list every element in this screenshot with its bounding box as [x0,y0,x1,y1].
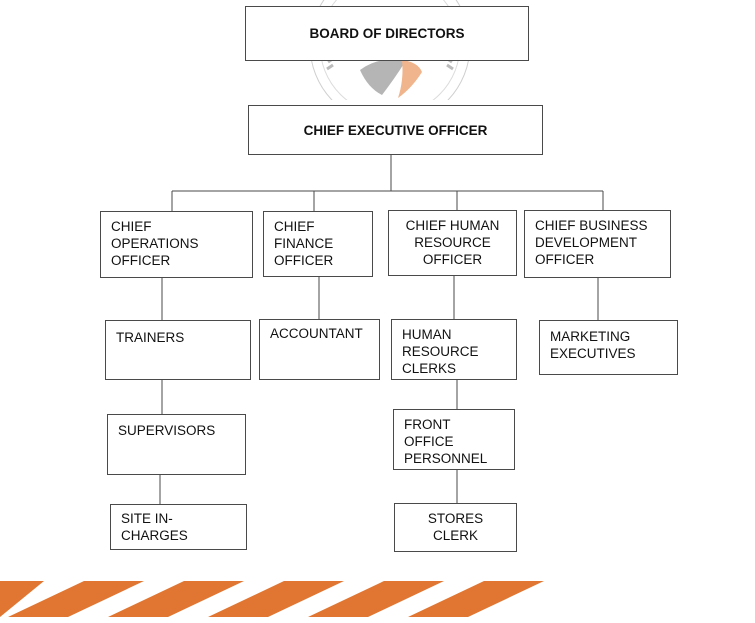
box-human-resource-clerks: HUMAN RESOURCE CLERKS [391,319,517,380]
line: CLERKS [402,361,457,376]
box-accountant: ACCOUNTANT [259,319,380,380]
box-marketing-executives: MARKETING EXECUTIVES [539,320,678,375]
line: CHIEF [111,219,152,234]
line: OFFICER [274,253,334,268]
line: DEVELOPMENT [535,235,638,250]
line: CHIEF [274,219,315,234]
line: FINANCE [274,236,334,251]
box-chief-executive-officer: CHIEF EXECUTIVE OFFICER [248,105,543,155]
line: HUMAN [402,327,452,342]
stripe [208,581,344,617]
line: OFFICER [535,252,595,267]
line: RESOURCE [402,344,479,359]
line: RESOURCE [414,235,491,250]
label: BOARD OF DIRECTORS [309,26,465,41]
line: ACCOUNTANT [270,326,363,341]
line: CLERK [432,528,478,543]
line: OFFICE [404,434,454,449]
line: OFFICER [422,252,483,267]
box-trainers: TRAINERS [105,320,251,380]
box-site-incharges: SITE IN- CHARGES [110,504,247,550]
line: OPERATIONS [111,236,199,251]
box-chief-finance-officer: CHIEF FINANCE OFFICER [263,211,373,277]
line: CHIEF BUSINESS [535,218,648,233]
label: CHIEF EXECUTIVE OFFICER [303,122,488,138]
box-chief-human-resource-officer: CHIEF HUMAN RESOURCE OFFICER [388,210,517,276]
box-front-office-personnel: FRONT OFFICE PERSONNEL [393,409,515,470]
stripe [108,581,244,617]
line: PERSONNEL [404,451,488,466]
line: SITE IN- [121,511,173,526]
stripe [0,581,44,617]
box-board-of-directors: BOARD OF DIRECTORS [245,6,529,61]
box-supervisors: SUPERVISORS [107,414,246,475]
stripe [408,581,544,617]
line: SUPERVISORS [118,423,216,438]
line: EXECUTIVES [550,346,636,361]
stripe [308,581,444,617]
stripe [8,581,144,617]
line: STORES [427,511,484,526]
box-chief-operations-officer: CHIEF OPERATIONS OFFICER [100,211,253,278]
line: MARKETING [550,329,631,344]
line: TRAINERS [116,330,185,345]
box-stores-clerk: STORES CLERK [394,503,517,552]
line: CHARGES [121,528,188,543]
line: CHIEF HUMAN [405,218,500,233]
line: FRONT [404,417,451,432]
box-chief-business-development-officer: CHIEF BUSINESS DEVELOPMENT OFFICER [524,210,671,278]
line: OFFICER [111,253,171,268]
